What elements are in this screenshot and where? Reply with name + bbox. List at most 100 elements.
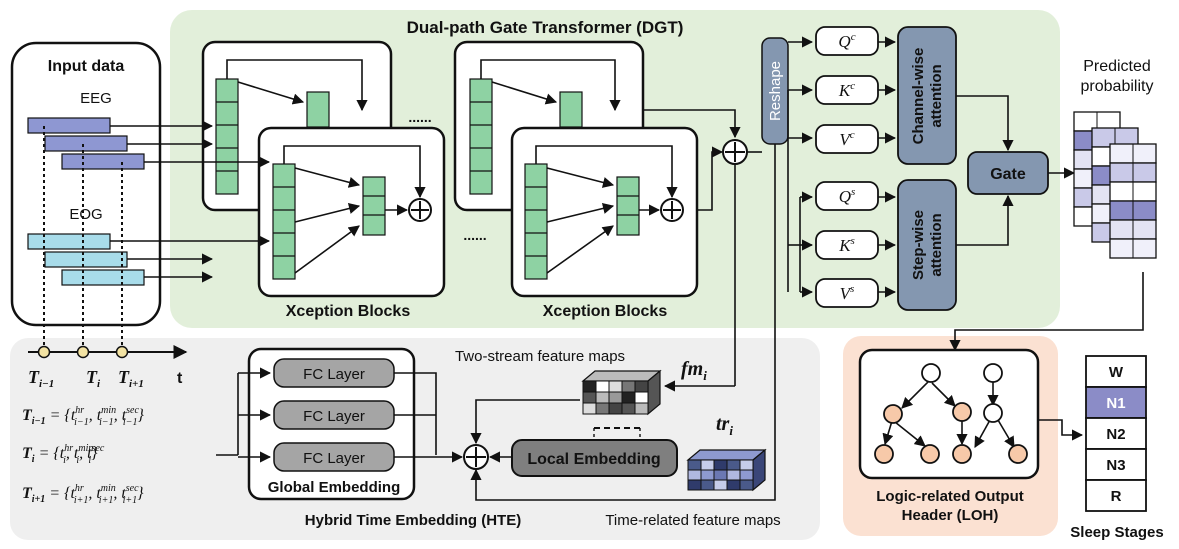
fm-cell <box>582 380 597 393</box>
tr-cell <box>713 459 728 471</box>
stage-label-w: W <box>1109 364 1124 381</box>
timeline-label-next: Ti+1 <box>118 367 144 390</box>
xception-label-1: Xception Blocks <box>286 303 411 320</box>
local-embedding-box <box>511 439 678 477</box>
step-to-gate-arrow <box>956 194 1014 246</box>
fm-cell <box>634 391 649 404</box>
fm-cell <box>595 380 610 393</box>
timepoint-cur <box>76 345 90 359</box>
ellipsis-bottom: ...... <box>463 227 486 243</box>
stage-label-r: R <box>1111 488 1122 505</box>
stage-cell-w <box>1085 355 1147 388</box>
q-step-label: Qs <box>839 186 856 206</box>
stage-label-n3: N3 <box>1106 457 1125 474</box>
timeline-dotted-lines <box>43 126 123 346</box>
stage-cell-n3 <box>1085 448 1147 481</box>
fc-layer-2-label: FC Layer <box>303 408 365 425</box>
tr-symbol: tri <box>716 413 733 438</box>
eog-label: EOG <box>69 206 102 223</box>
input-title: Input data <box>48 58 125 75</box>
two-stream-label: Two-stream feature maps <box>455 348 625 365</box>
k-channel-label: Kc <box>838 80 855 100</box>
tr-cell <box>687 479 702 491</box>
fm-cell <box>621 402 636 415</box>
tr-cell <box>700 479 715 491</box>
timeline-label-prev: Ti−1 <box>28 367 54 390</box>
fm-cell <box>582 402 597 415</box>
prob-to-loh-arrow <box>949 272 1144 352</box>
tr-cell <box>726 469 741 481</box>
loh-to-stages-arrow <box>1038 419 1084 441</box>
xception-label-2: Xception Blocks <box>543 303 668 320</box>
timepoint-next <box>115 345 129 359</box>
reshape-label: Reshape <box>767 61 784 121</box>
tr-cell <box>739 479 754 491</box>
hte-title: Hybrid Time Embedding (HTE) <box>305 512 521 529</box>
time-related-feature-map <box>686 448 767 492</box>
tr-cell <box>726 479 741 491</box>
tr-cell <box>726 459 741 471</box>
k-step-label: Ks <box>838 235 855 255</box>
fm-cell <box>595 402 610 415</box>
timeline-axis-label: t <box>177 370 183 387</box>
fm-cell <box>621 380 636 393</box>
eeg-label: EEG <box>80 90 112 107</box>
logic-graph <box>874 363 1028 464</box>
fm-cell <box>634 402 649 415</box>
fm-symbol: fmi <box>681 358 707 383</box>
dgt-combine-plus <box>643 109 762 392</box>
channel-to-gate-arrow <box>956 95 1014 152</box>
fc-to-plus-arrows <box>394 372 464 463</box>
channel-attention-label: Channel-wiseattention <box>910 48 945 145</box>
v-channel-label: Vc <box>839 129 854 149</box>
tr-cell <box>687 459 702 471</box>
fc-layer-1-label: FC Layer <box>303 366 365 383</box>
fm-cell <box>634 380 649 393</box>
tr-cell <box>713 479 728 491</box>
eog-signals <box>27 233 145 286</box>
stage-cell-n1 <box>1085 386 1147 419</box>
tr-cell <box>739 459 754 471</box>
qkv-to-attention-arrows <box>878 36 897 298</box>
fm-cell <box>595 391 610 404</box>
tr-cell <box>687 469 702 481</box>
stage-label-n2: N2 <box>1106 426 1125 443</box>
sleep-stages-title: Sleep Stages <box>1070 524 1163 541</box>
step-attention-box <box>897 179 957 311</box>
reshape-connections <box>470 36 814 501</box>
two-stream-feature-map <box>581 369 662 416</box>
gate-label: Gate <box>990 166 1026 183</box>
equation-to-fc-arrows <box>216 367 272 463</box>
time-related-label: Time-related feature maps <box>605 512 780 529</box>
dgt-title: Dual-path Gate Transformer (DGT) <box>407 18 684 37</box>
tr-cell <box>700 469 715 481</box>
stage-label-n1: N1 <box>1106 395 1125 412</box>
v-step-label: Vs <box>840 283 855 303</box>
tr-cell <box>700 459 715 471</box>
fm-cell <box>582 391 597 404</box>
fm-to-plus-arrow <box>470 399 580 445</box>
global-embedding-label: Global Embedding <box>268 479 401 496</box>
step-attention-label: Step-wiseattention <box>910 210 945 280</box>
tr-cell <box>739 469 754 481</box>
xception-block-1 <box>257 126 446 298</box>
fm-cell <box>621 391 636 404</box>
local-embedding-label: Local Embedding <box>527 451 660 468</box>
fm-cell <box>608 402 623 415</box>
xception-block-2 <box>510 126 699 298</box>
stage-cell-r <box>1085 479 1147 512</box>
fm-cell <box>608 380 623 393</box>
tr-cell <box>713 469 728 481</box>
fc-layer-3-label: FC Layer <box>303 450 365 467</box>
predicted-probability-maps <box>1073 111 1157 259</box>
fm-cell <box>608 391 623 404</box>
qkv-step <box>815 181 879 308</box>
q-channel-label: Qc <box>838 31 855 51</box>
